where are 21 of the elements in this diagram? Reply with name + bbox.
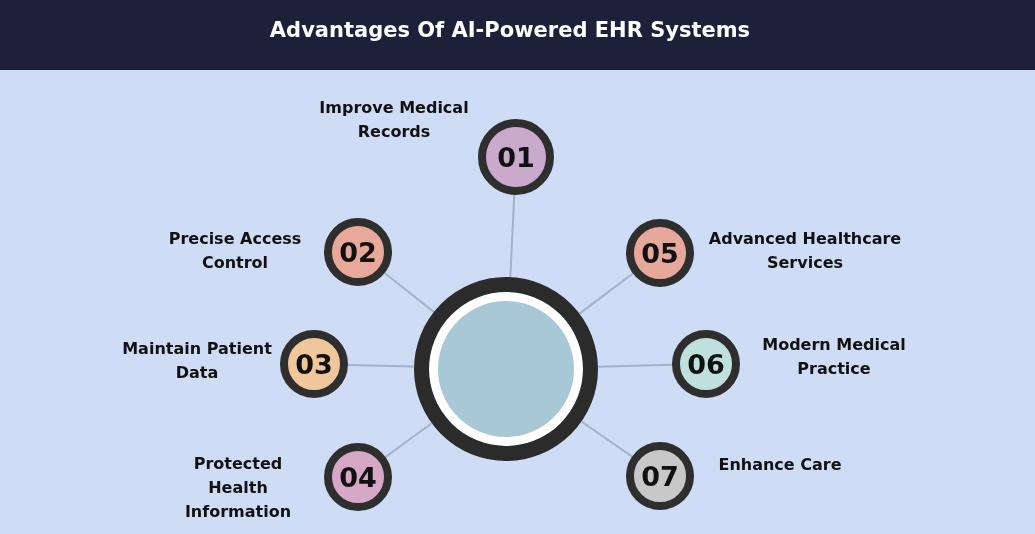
node-caption: Modern Medical Practice [761,334,907,380]
connector-line [383,272,435,313]
step-number: 05 [641,237,679,269]
node-caption: Improve Medical Records [318,97,470,143]
step-number: 07 [641,460,679,492]
step-number: 04 [339,461,377,493]
node-caption: Advanced Healthcare Services [707,228,903,274]
step-number: 01 [497,141,535,173]
connector-line [509,193,516,279]
connector-line [384,422,433,458]
step-number: 03 [295,348,333,380]
connector-line [347,363,416,368]
connector-line [578,272,634,315]
title: Advantages Of AI-Powered EHR Systems [268,18,752,42]
node-caption: Enhance Care [717,454,843,476]
step-number: 06 [687,348,725,380]
node-caption: Protected Health Information [183,453,293,523]
connector-line [580,420,634,458]
node-caption: Maintain Patient Data [122,338,272,384]
node-caption: Precise Access Control [167,228,303,274]
step-number: 02 [339,236,377,268]
